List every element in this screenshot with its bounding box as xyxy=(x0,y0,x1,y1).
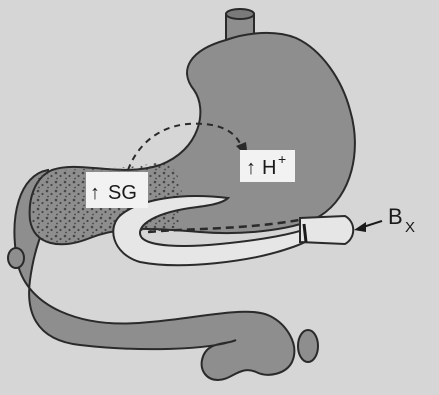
biopsy-pointer-arrowhead xyxy=(354,222,366,232)
acid-label: H xyxy=(262,157,276,179)
biopsy-label: B xyxy=(388,204,403,229)
esophagus-opening xyxy=(226,9,254,19)
biopsy-label-sub: X xyxy=(405,219,415,236)
acid-label-sup: + xyxy=(278,151,286,167)
gastrin-arrow-up: ↑ xyxy=(90,182,100,204)
duodenum-end-left xyxy=(8,248,24,268)
biopsy-tick xyxy=(304,224,306,242)
gastrin-label: SG xyxy=(108,182,137,204)
duodenum-end-right xyxy=(298,330,318,362)
acid-arrow-up: ↑ xyxy=(246,157,256,179)
biopsy-site xyxy=(300,216,353,244)
